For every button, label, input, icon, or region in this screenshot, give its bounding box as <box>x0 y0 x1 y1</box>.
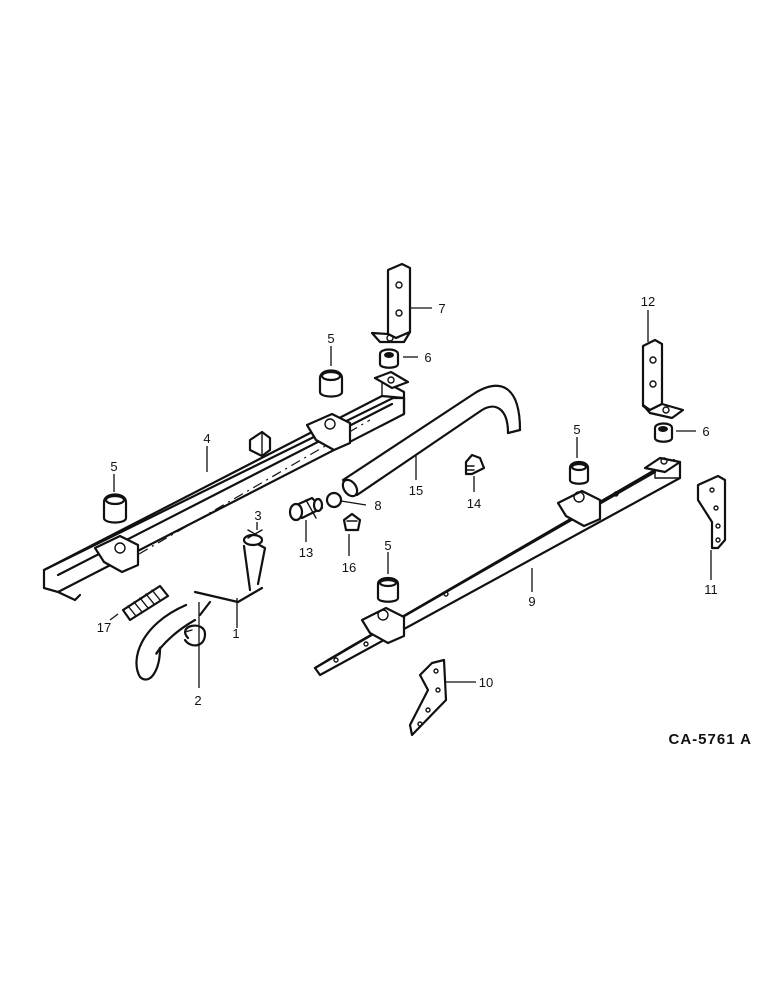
callout-14: 14 <box>467 496 481 511</box>
part-5-plug <box>102 493 128 524</box>
part-6-plug <box>378 348 400 369</box>
callout-7: 7 <box>438 301 445 316</box>
callout-5: 5 <box>573 422 580 437</box>
callout-10: 10 <box>479 675 493 690</box>
part-17-threaded-stud <box>121 584 170 622</box>
part-6-plug <box>653 422 674 443</box>
part-10-gusset-plate <box>408 658 448 737</box>
callout-16: 16 <box>342 560 356 575</box>
callout-4: 4 <box>203 431 210 446</box>
callout-5: 5 <box>327 331 334 346</box>
callout-15: 15 <box>409 483 423 498</box>
part-13-fitting <box>288 496 324 522</box>
part-2-clip-ring <box>183 624 207 647</box>
callout-5: 5 <box>384 538 391 553</box>
part-5-plug <box>318 369 344 398</box>
leader-lines <box>109 307 712 688</box>
part-9-right-channel-bar <box>313 456 682 677</box>
callout-12: 12 <box>641 294 655 309</box>
part-11-gusset-plate <box>696 474 727 550</box>
part-7-l-bracket <box>370 262 412 344</box>
callout-2: 2 <box>194 693 201 708</box>
callout-13: 13 <box>299 545 313 560</box>
part-5-plug <box>376 576 400 603</box>
callout-8: 8 <box>374 498 381 513</box>
part-1-hose <box>135 533 267 681</box>
drawing-code: CA-5761 A <box>669 731 752 748</box>
callout-6: 6 <box>702 424 709 439</box>
callout-5: 5 <box>110 459 117 474</box>
part-15-bent-rod <box>341 384 522 498</box>
part-12-l-bracket <box>641 338 685 420</box>
callout-1: 1 <box>232 626 239 641</box>
part-16-plug <box>342 512 362 532</box>
callout-11: 11 <box>704 582 718 597</box>
callout-9: 9 <box>528 594 535 609</box>
callout-3: 3 <box>254 508 261 523</box>
part-3-clamp <box>247 529 263 539</box>
part-8-o-ring <box>325 491 343 509</box>
callout-6: 6 <box>424 350 431 365</box>
part-4-left-channel-bar <box>42 370 410 602</box>
part-5-plug <box>568 460 590 485</box>
callout-17: 17 <box>97 620 111 635</box>
part-14-elbow-fitting <box>464 453 486 476</box>
